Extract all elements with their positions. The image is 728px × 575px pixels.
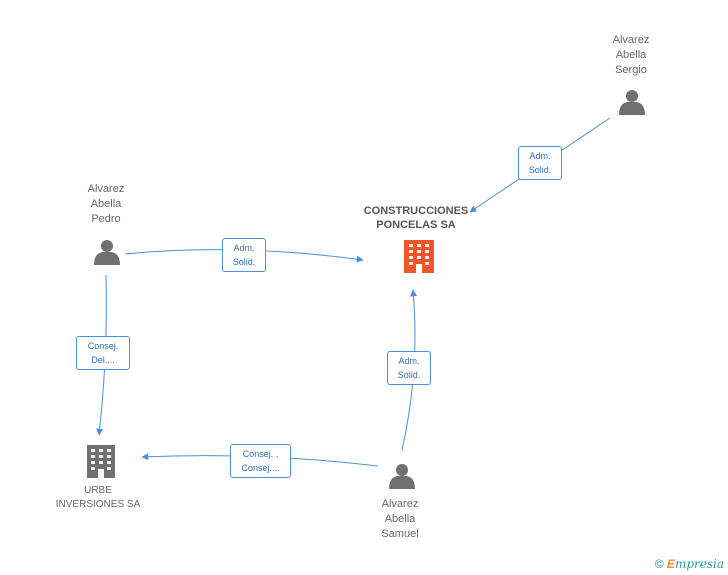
edge-label-line: Consej.	[87, 341, 119, 351]
edge-label-pedro-urbe[interactable]: Consej. Del....	[76, 336, 130, 370]
node-label-line: Alvarez	[612, 34, 650, 46]
node-label-line: CONSTRUCCIONES	[363, 205, 469, 217]
edge-label-line: Adm.	[233, 243, 255, 253]
person-icon-pedro[interactable]	[94, 240, 120, 265]
node-label-line: Abella	[384, 513, 416, 525]
node-label-urbe[interactable]: URBE INVERSIONES SA	[48, 484, 148, 512]
node-label-line: Alvarez	[381, 498, 419, 510]
edge-label-line: Consej. ,	[242, 449, 279, 459]
edge-label-line: Del....	[91, 355, 115, 365]
node-label-line: Abella	[615, 49, 647, 61]
node-label-line: Sergio	[615, 64, 647, 76]
node-label-line: URBE	[84, 485, 112, 496]
brand-name: mpresia	[674, 557, 724, 571]
node-label-line: INVERSIONES SA	[55, 499, 141, 510]
copyright-icon: ©	[654, 557, 664, 571]
person-icon-samuel[interactable]	[389, 464, 415, 489]
edge-label-line: Solid.	[232, 257, 256, 267]
brand-initial: E	[666, 557, 675, 571]
edge-label-pedro-construcciones[interactable]: Adm. Solid.	[222, 238, 266, 272]
node-label-construcciones[interactable]: CONSTRUCCIONES PONCELAS SA	[356, 204, 476, 232]
edge-label-line: Adm.	[398, 356, 420, 366]
edge-label-line: Solid.	[397, 370, 421, 380]
edge-label-sergio-construcciones[interactable]: Adm. Solid.	[518, 146, 562, 180]
node-label-line: Samuel	[381, 528, 419, 540]
edge-label-line: Solid.	[528, 165, 552, 175]
node-label-line: Pedro	[91, 213, 121, 225]
edge-label-line: Adm.	[529, 151, 551, 161]
building-icon-construcciones[interactable]	[404, 240, 434, 273]
edge-label-line: Consej....	[241, 463, 280, 473]
node-label-line: Abella	[90, 198, 122, 210]
edge-label-samuel-construcciones[interactable]: Adm. Solid.	[387, 351, 431, 385]
node-label-pedro[interactable]: Alvarez Abella Pedro	[75, 182, 137, 227]
empresia-watermark[interactable]: © Empresia	[655, 557, 724, 571]
node-label-samuel[interactable]: Alvarez Abella Samuel	[369, 497, 431, 542]
node-label-line: PONCELAS SA	[376, 219, 456, 231]
node-label-line: Alvarez	[87, 183, 125, 195]
edge-label-samuel-urbe[interactable]: Consej. , Consej....	[230, 444, 291, 478]
building-icon-urbe[interactable]	[87, 445, 115, 478]
person-icon-sergio[interactable]	[619, 90, 645, 115]
node-label-sergio[interactable]: Alvarez Abella Sergio	[600, 33, 662, 78]
